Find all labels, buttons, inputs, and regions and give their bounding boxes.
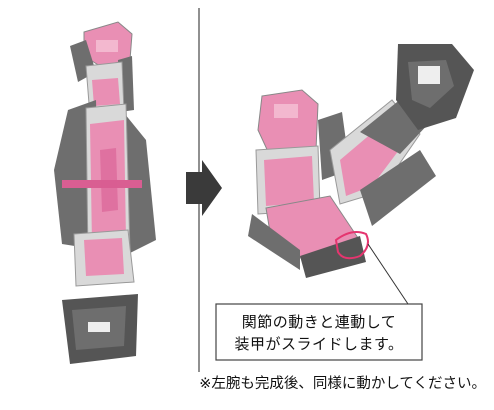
sliding-armor-highlight <box>334 231 369 260</box>
callout-line-1: 関節の動きと連動して <box>241 313 397 331</box>
bent-arm-illustration <box>248 44 474 305</box>
arrow-right-icon <box>186 160 222 216</box>
callout-line-2: 装甲がスライドします。 <box>234 335 404 353</box>
callout-box <box>215 303 423 361</box>
straight-arm-illustration <box>54 21 156 364</box>
footnote: ※左腕も完成後、同様に動かしてください。 <box>199 376 486 392</box>
leader-line <box>367 243 409 305</box>
callout-text: 関節の動きと連動して 装甲がスライドします。 <box>224 311 414 355</box>
